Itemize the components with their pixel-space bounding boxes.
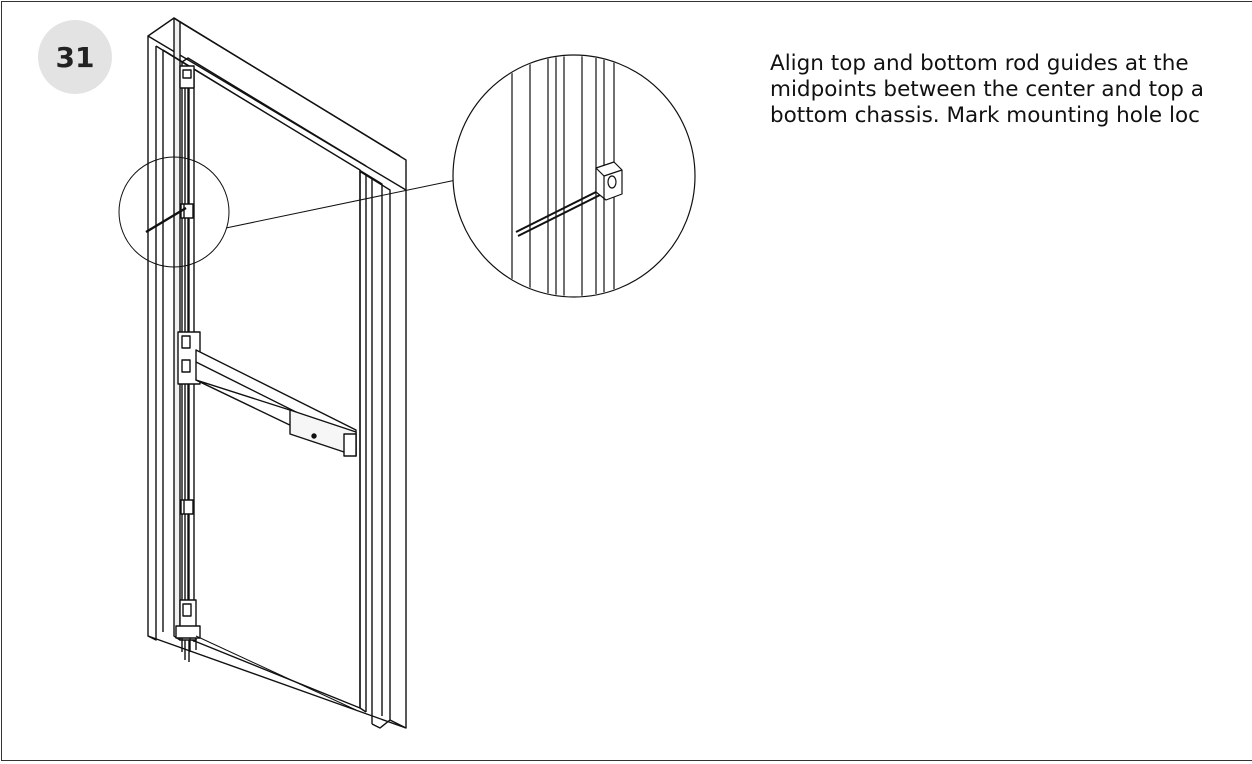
top-chassis bbox=[179, 65, 195, 89]
exit-device-push-bar bbox=[177, 331, 357, 457]
bottom-chassis bbox=[175, 599, 201, 652]
large-detail-circle bbox=[452, 54, 696, 298]
instruction-line-3: bottom chassis. Mark mounting hole loc bbox=[770, 103, 1200, 128]
callout-lines bbox=[195, 179, 457, 711]
step-number-badge: 31 bbox=[38, 20, 112, 94]
instruction-text: Align top and bottom rod guides at the m… bbox=[770, 51, 1252, 129]
small-detail-circle bbox=[118, 156, 230, 268]
instruction-line-2: midpoints between the center and top a bbox=[770, 77, 1204, 102]
instruction-line-1: Align top and bottom rod guides at the bbox=[770, 51, 1189, 76]
bottom-rod-guide bbox=[180, 499, 194, 515]
